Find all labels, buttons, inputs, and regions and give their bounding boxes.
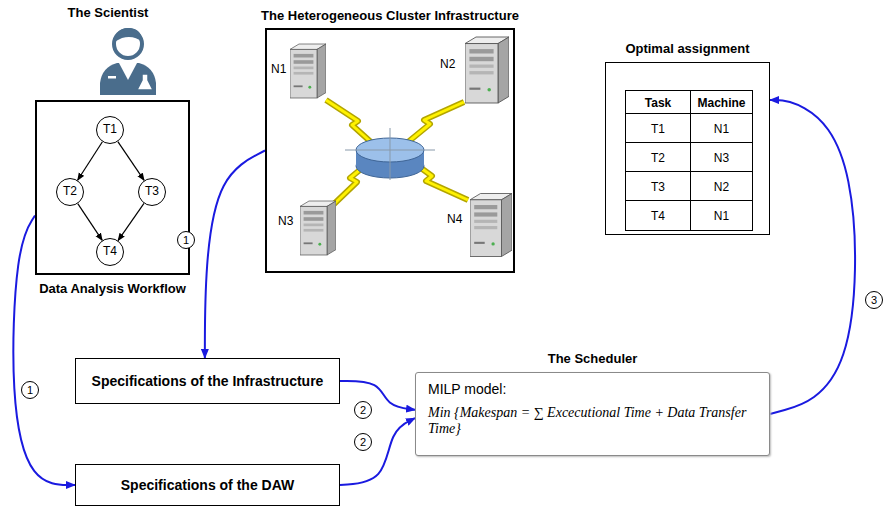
box-label: Specifications of the DAW <box>121 477 294 493</box>
task-circle: T3 <box>138 178 166 206</box>
table-cell: N1 <box>690 113 753 144</box>
caption: Data Analysis Workflow <box>7 281 218 296</box>
model-label: MILP model: <box>428 381 757 397</box>
objective-formula: Min {Makespan = ∑ Excecutional Time + Da… <box>428 405 757 437</box>
callout-number: 1 <box>21 381 39 399</box>
task-name: T3 <box>139 179 165 204</box>
task-name: T4 <box>97 239 123 264</box>
flow-arrow <box>13 216 75 486</box>
table-cell: N1 <box>690 200 753 231</box>
flow-arrow <box>205 151 265 359</box>
task-circle: T4 <box>96 238 124 266</box>
task-circle: T1 <box>96 116 124 144</box>
box-label: Specifications of the Infrastructure <box>92 373 324 389</box>
callout-number: 2 <box>354 401 372 419</box>
heading: The Scheduler <box>366 351 819 366</box>
machine-label: N4 <box>447 212 462 226</box>
callout-number: 2 <box>354 433 372 451</box>
cluster-box: The Heterogeneous Cluster Infrastructure <box>265 28 515 273</box>
scientist-icon <box>100 28 156 95</box>
scheduler-box: The SchedulerMILP model:Min {Makespan = … <box>415 372 770 456</box>
table-cell: Machine <box>690 90 753 115</box>
table-cell: N2 <box>690 171 753 202</box>
heading: The Heterogeneous Cluster Infrastructure <box>217 8 563 23</box>
machine-label: N2 <box>440 57 455 71</box>
flow-arrow <box>770 100 855 414</box>
flow-arrow <box>340 381 415 410</box>
task-circle: T2 <box>56 178 84 206</box>
heading: Optimal assignment <box>556 41 819 56</box>
network-illustration <box>290 37 512 257</box>
dependency-arrow <box>118 203 144 240</box>
machine-label: N1 <box>271 62 286 76</box>
spec-box: Specifications of the DAW <box>75 464 340 506</box>
machine-label: N3 <box>278 214 293 228</box>
dependency-arrow <box>78 142 103 180</box>
callout-number: 1 <box>177 231 195 249</box>
table-cell: N3 <box>690 142 753 173</box>
figure-title: The Scientist <box>48 5 168 21</box>
table-cell: T2 <box>625 142 691 173</box>
spec-box: Specifications of the Infrastructure <box>75 358 340 404</box>
table-cell: T3 <box>625 171 691 202</box>
task-name: T1 <box>97 117 123 142</box>
task-name: T2 <box>57 179 83 204</box>
table-cell: Task <box>625 90 691 115</box>
callout-number: 3 <box>865 291 883 309</box>
table-cell: T1 <box>625 113 691 144</box>
dependency-arrow <box>118 142 144 181</box>
dependency-arrow <box>78 204 102 241</box>
flow-arrow <box>340 418 415 485</box>
workflow-box: Data Analysis WorkflowT1T2T3T4 <box>35 100 190 275</box>
table-cell: T4 <box>625 200 691 231</box>
